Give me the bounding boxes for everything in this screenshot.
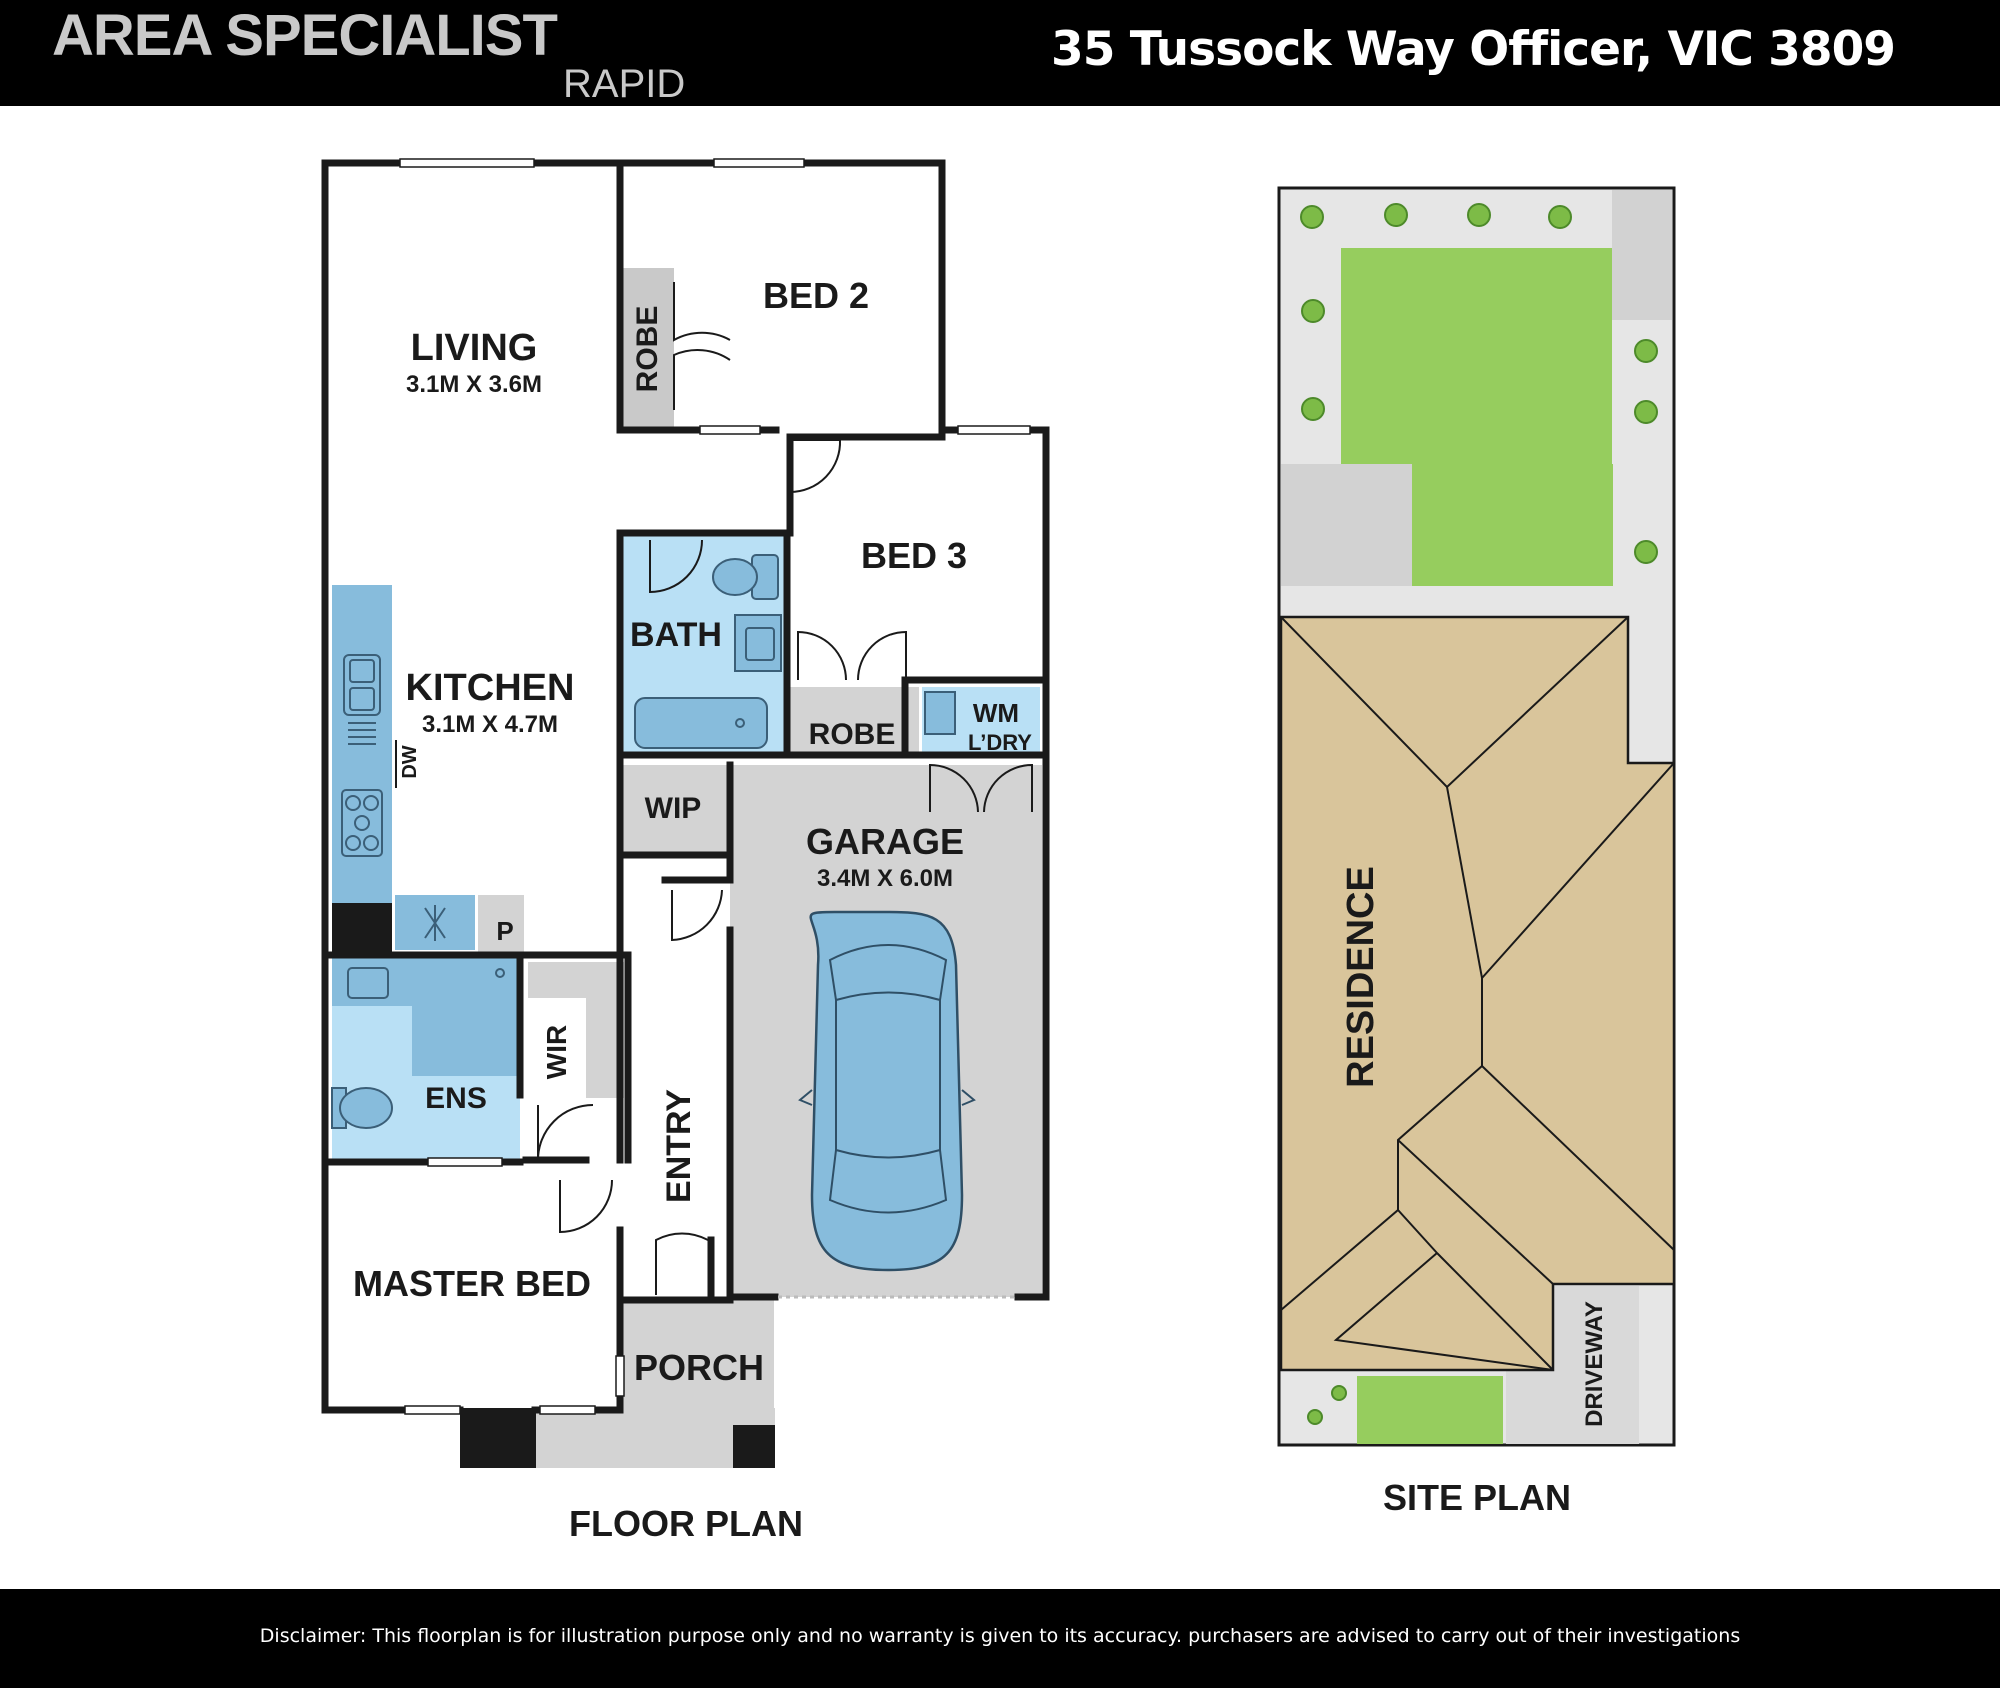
brand-logo-subtext: RAPID — [563, 62, 686, 106]
brand-logo-text: AREA SPECIALIST — [52, 3, 558, 68]
room-wir-label: WIR — [541, 1025, 572, 1079]
shrub-icon — [1300, 203, 1658, 1425]
floor-plan-caption: FLOOR PLAN — [569, 1503, 803, 1544]
property-address: 35 Tussock Way Officer, VIC 3809 — [1051, 22, 1896, 77]
room-living-dims: 3.1M X 3.6M — [406, 371, 542, 398]
room-laundry-label: L’DRY — [968, 730, 1032, 755]
car-icon — [798, 910, 976, 1272]
rangehood-icon — [424, 905, 446, 941]
laundry-tub-icon — [924, 691, 956, 735]
basin-icon — [734, 614, 782, 672]
fridge-block — [332, 903, 392, 958]
shower-drain — [495, 968, 505, 978]
ensuite-toilet-icon — [331, 1087, 393, 1129]
cooktop-icon — [341, 789, 383, 857]
porch-pillar-right — [733, 1425, 775, 1468]
room-entry-label: ENTRY — [660, 1089, 698, 1203]
room-garage-label: GARAGE — [806, 821, 964, 862]
alfresco-paving — [1281, 464, 1412, 586]
wip-floor — [622, 765, 728, 855]
floor-plan: LIVING 3.1M X 3.6M BED 2 ROBE BED 3 BATH… — [321, 158, 1050, 1544]
room-master-label: MASTER BED — [353, 1263, 591, 1304]
rear-lawn — [1341, 248, 1612, 464]
robe-bed3-floor — [787, 687, 919, 755]
wir-inner-clear — [528, 998, 586, 1098]
room-kitchen-label: KITCHEN — [406, 667, 575, 709]
header-bar — [0, 0, 2000, 106]
site-driveway-label: DRIVEWAY — [1581, 1301, 1608, 1427]
site-residence-label: RESIDENCE — [1340, 866, 1382, 1088]
doors — [537, 282, 1033, 1295]
room-garage-dims: 3.4M X 6.0M — [817, 865, 953, 892]
windows — [399, 158, 1031, 1415]
bathtub-drain — [735, 718, 745, 728]
room-kitchen-dims: 3.1M X 4.7M — [422, 711, 558, 738]
sink-icon — [343, 654, 381, 745]
porch-pillar-left — [460, 1408, 536, 1468]
room-bed3-label: BED 3 — [861, 535, 967, 576]
toilet-icon — [712, 554, 779, 600]
disclaimer-text: Disclaimer: This floorplan is for illust… — [259, 1625, 1741, 1647]
rear-paving-right — [1612, 190, 1672, 320]
room-ensuite-label: ENS — [425, 1082, 487, 1115]
dishwasher-label: DW — [399, 745, 421, 778]
residence-roof — [1279, 615, 1676, 1372]
room-wm-label: WM — [973, 698, 1019, 728]
room-living-label: LIVING — [411, 327, 538, 369]
ensuite-shower — [412, 958, 520, 1076]
room-robe3-label: ROBE — [809, 718, 896, 751]
room-wip-label: WIP — [645, 792, 702, 825]
site-plan: RESIDENCE DRIVEWAY SITE PLAN — [1277, 186, 1676, 1518]
site-plan-caption: SITE PLAN — [1383, 1477, 1571, 1518]
ensuite-basin-icon — [347, 967, 389, 999]
room-porch-label: PORCH — [634, 1347, 764, 1388]
pantry-floor — [478, 895, 524, 955]
room-robe2-label: ROBE — [631, 306, 664, 393]
front-lawn — [1357, 1376, 1503, 1444]
bathtub-icon — [634, 697, 768, 749]
room-pantry-label: P — [496, 916, 513, 946]
robe-bed2-floor — [622, 268, 674, 430]
room-bed2-label: BED 2 — [763, 275, 869, 316]
footer-bar — [0, 1589, 2000, 1688]
room-bath-label: BATH — [630, 616, 722, 654]
